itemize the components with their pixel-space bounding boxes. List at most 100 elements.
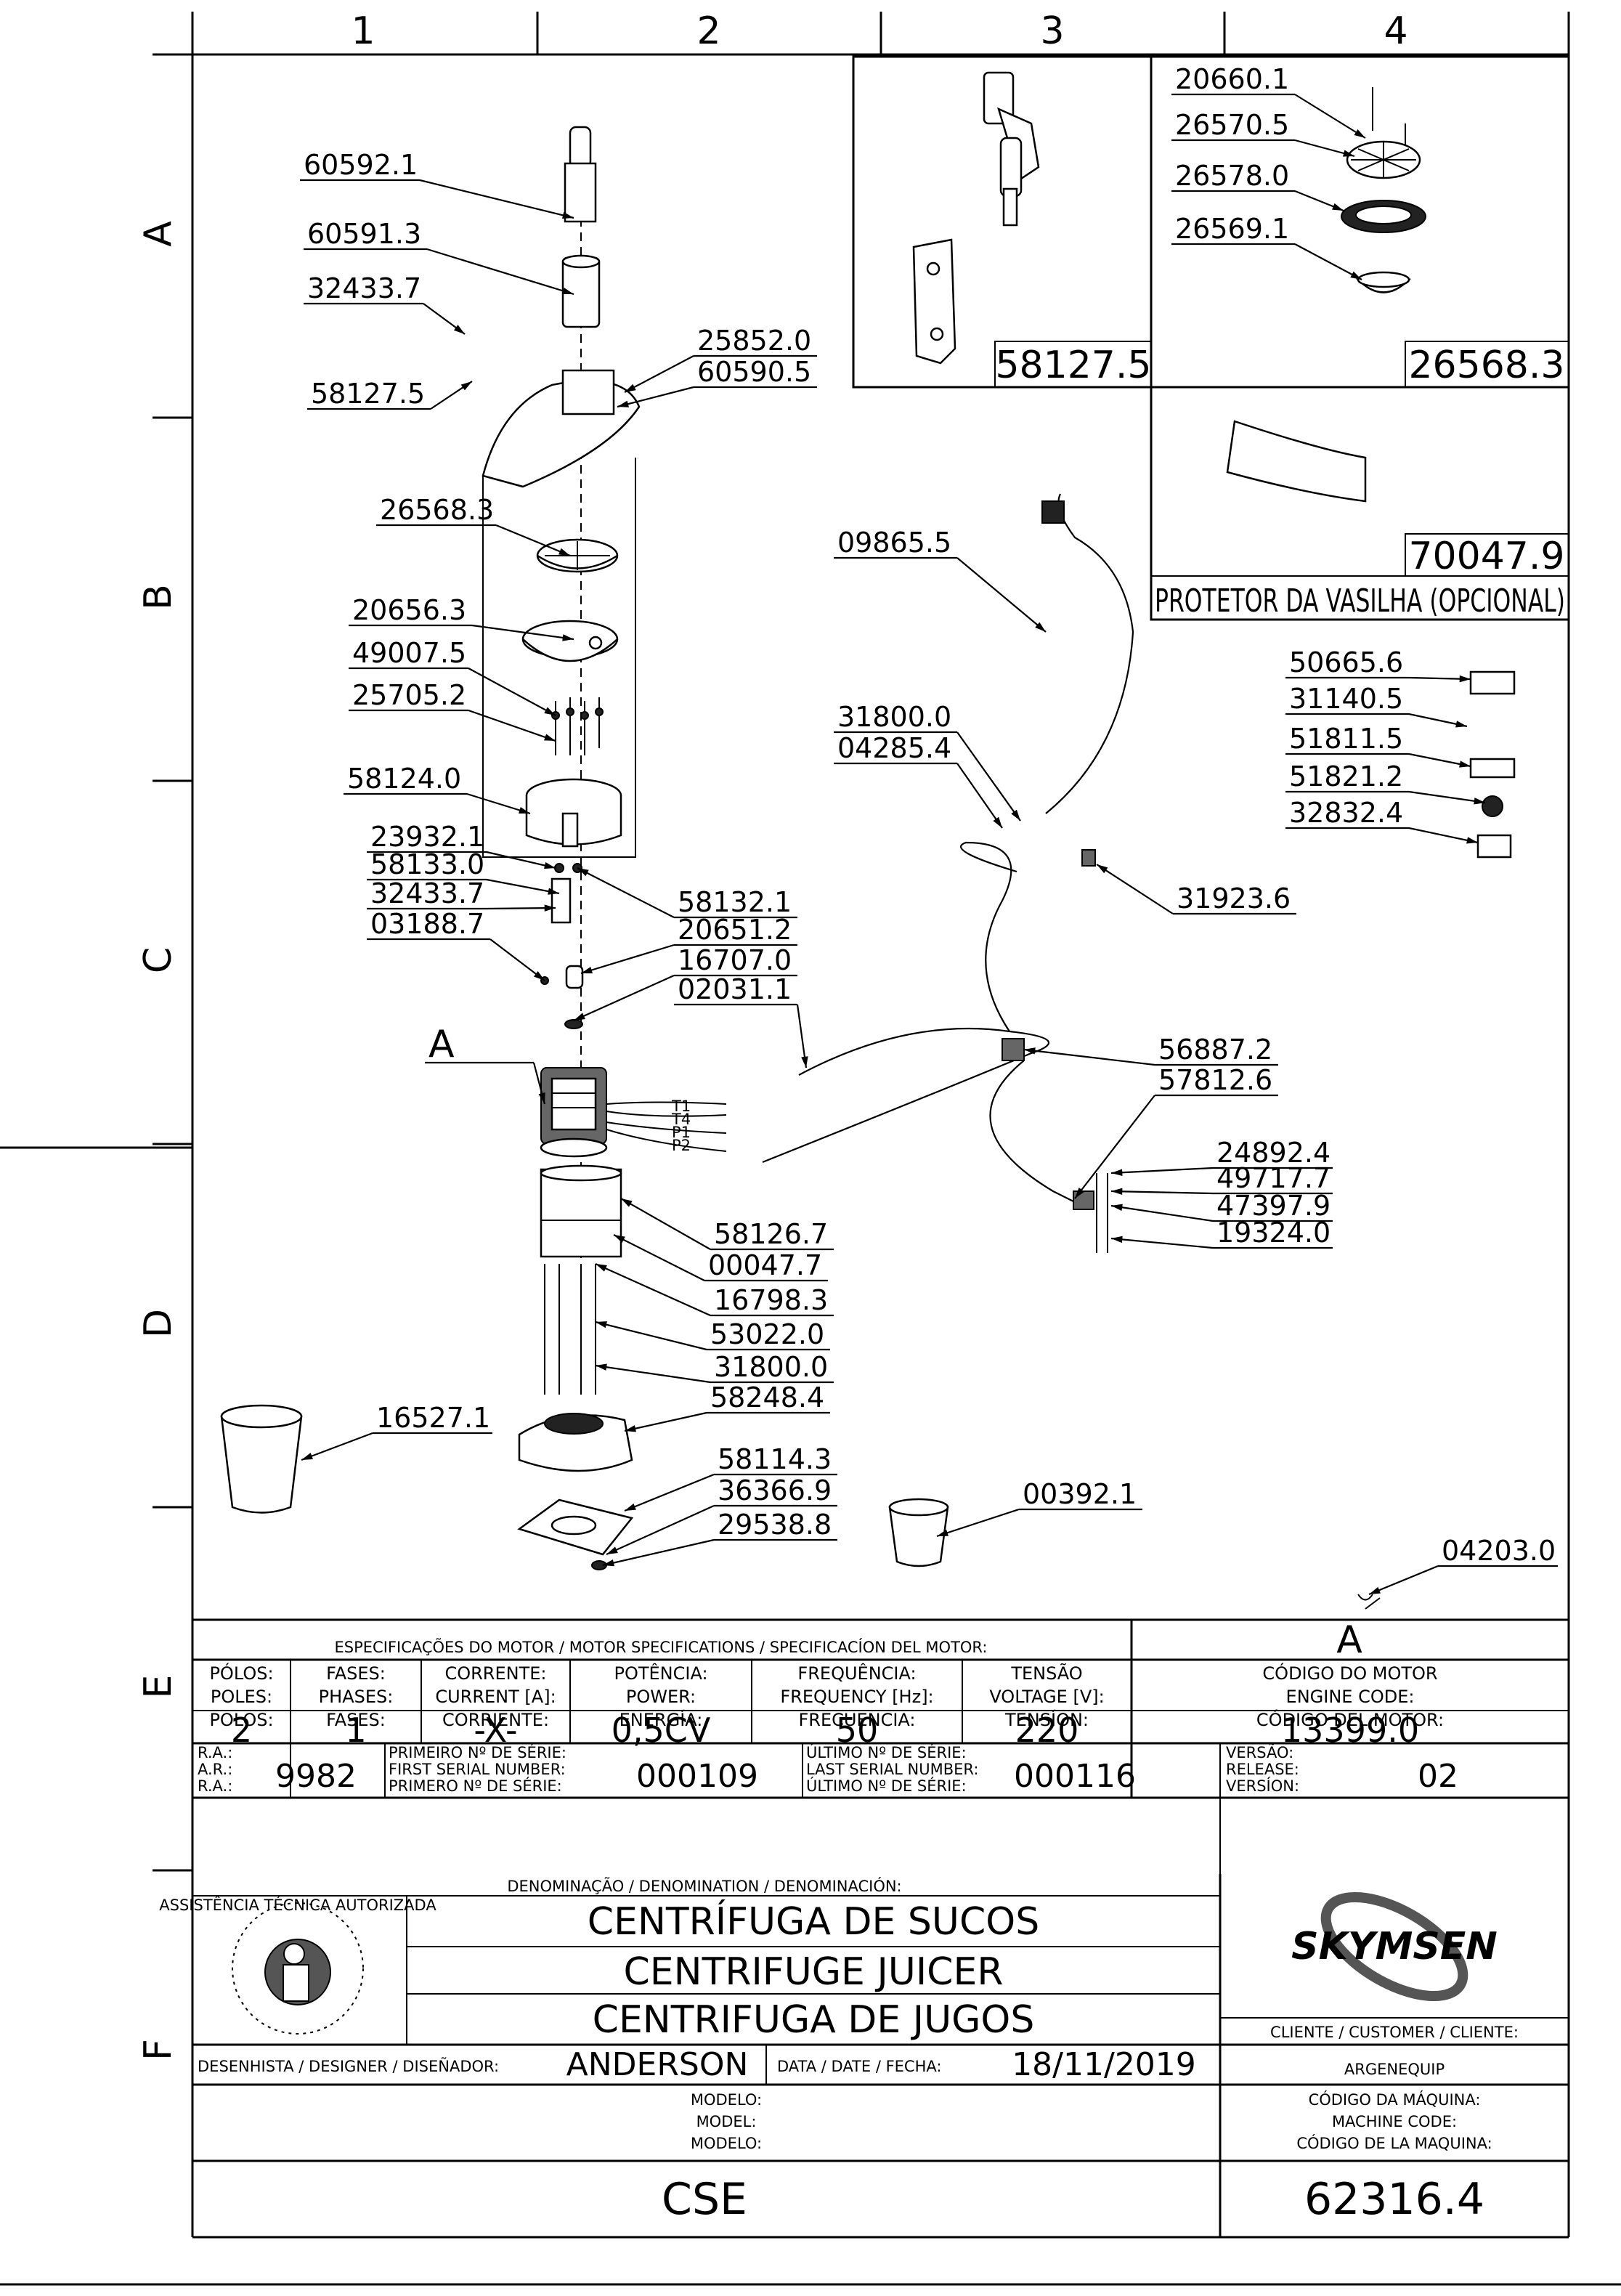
motor-spec-label: POLES: (211, 1687, 272, 1707)
icon-label-part (1482, 795, 1503, 817)
callout-label: 60591.3 (307, 218, 421, 250)
motor-spec-label: CORRENTE: (444, 1663, 546, 1684)
motor-spec-label: VOLTAGE [V]: (989, 1687, 1104, 1707)
callout-32433-7: 32433.7 (367, 877, 556, 912)
clip-part (1357, 1594, 1381, 1610)
date-value: 18/11/2019 (1012, 2046, 1196, 2083)
callout-label: 51811.5 (1289, 723, 1403, 755)
callout-label: 29538.8 (718, 1509, 832, 1541)
motor-spec-value: 13399.0 (1281, 1711, 1419, 1750)
callout-58127-5: 58127.5 (307, 378, 473, 410)
callout-label: 49717.7 (1216, 1162, 1330, 1194)
callout-00392-1: 00392.1 (936, 1478, 1142, 1538)
switch-bracket-part (1073, 1190, 1094, 1210)
callout-label: 31800.0 (714, 1351, 828, 1383)
callout-51811-5: 51811.5 (1285, 723, 1471, 768)
latch-hinge-part (983, 71, 1015, 125)
grid-row-b: B (137, 584, 180, 610)
motor-spec-label: FASES: (326, 1710, 386, 1730)
callout-label: 58132.1 (678, 886, 792, 918)
callout-26569-1: 26569.1 (1171, 213, 1362, 280)
callout-04285-4: 04285.4 (834, 732, 1003, 829)
callout-label: 19324.0 (1216, 1217, 1330, 1249)
detail-box-protector-caption: PROTETOR DA VASILHA (OPCIONAL) (1155, 583, 1565, 620)
callout-label: 00047.7 (708, 1249, 822, 1281)
callout-label: 09865.5 (837, 527, 951, 559)
title-block: ESPECIFICAÇÕES DO MOTOR / MOTOR SPECIFIC… (159, 1618, 1569, 2237)
model-label-3: MODELO: (691, 2135, 762, 2152)
capacitor-housing-part (540, 1168, 622, 1258)
info-label-part (1476, 834, 1512, 859)
pusher-part (564, 162, 597, 223)
callout-label: 31140.5 (1289, 683, 1403, 715)
callout-57812-6: 57812.6 (1074, 1064, 1278, 1199)
callout-label: 57812.6 (1158, 1064, 1272, 1096)
callout-56887-2: 56887.2 (1023, 1034, 1278, 1066)
wire-terminals: T1 T4 P1 P2 (671, 1098, 691, 1154)
client-label: CLIENTE / CUSTOMER / CLIENTE: (1270, 2024, 1519, 2041)
terminal-p1: P1 (672, 1124, 691, 1141)
detail-box-protector-code: 70047.9 (1408, 535, 1564, 578)
first-serial-label-2: FIRST SERIAL NUMBER: (389, 1761, 566, 1778)
motor-spec-label: POLOS: (209, 1710, 273, 1730)
callout-51821-2: 51821.2 (1285, 760, 1486, 805)
product-name-es: CENTRIFUGA DE JUGOS (593, 1998, 1035, 2042)
callout-20656-3: 20656.3 (349, 594, 574, 641)
callout-label: 49007.5 (352, 637, 466, 669)
callout-32832-4: 32832.4 (1285, 797, 1479, 844)
model-label-1: MODELO: (691, 2091, 762, 2109)
motor-spec-label: CURRENT [A]: (435, 1687, 556, 1707)
stamp-text: ASSISTÊNCIA TÉCNICA AUTORIZADA (159, 1896, 436, 1914)
last-serial-label-2: LAST SERIAL NUMBER: (806, 1761, 978, 1778)
callout-label: 32433.7 (370, 877, 484, 909)
motor-spec-label: CÓDIGO DEL MOTOR: (1256, 1708, 1444, 1730)
callout-16707-0: 16707.0 (573, 944, 797, 1022)
version-label-3: VERSÍON: (1226, 1777, 1299, 1795)
motor-spec-value: 50 (836, 1711, 879, 1750)
motor-spec-label: POWER: (626, 1687, 696, 1707)
callout-label: 60592.1 (304, 149, 418, 181)
motor-spec-label: CORRIENTE: (442, 1710, 549, 1730)
brand-text: SKYMSEN (1291, 1925, 1498, 1968)
motor-spec-label: ENERGÍA: (619, 1709, 703, 1730)
model-value: CSE (662, 2174, 747, 2225)
terminal-t1: T1 (671, 1098, 691, 1115)
callout-label: 25705.2 (352, 679, 466, 711)
first-serial-label-1: PRIMEIRO Nº DE SÉRIE: (389, 1743, 566, 1761)
pusher-tip-part (569, 126, 592, 169)
callout-58133-0: 58133.0 (367, 848, 560, 895)
detail-box-latch-code: 58127.5 (995, 344, 1151, 387)
callout-25852-0: 25852.0 (624, 325, 817, 393)
detail-box-latch: 58127.5 (852, 55, 1153, 389)
callout-58132-1: 58132.1 (577, 867, 797, 919)
callout-label: 50665.6 (1289, 646, 1403, 678)
machine-code-label-3: CÓDIGO DE LA MAQUINA: (1296, 2134, 1492, 2152)
lid-part (482, 380, 641, 488)
machine-code-label-1: CÓDIGO DA MÁQUINA: (1309, 2090, 1481, 2109)
ra-value: 9982 (275, 1758, 357, 1795)
callout-label: 58248.4 (710, 1382, 824, 1413)
date-label: DATA / DATE / FECHA: (777, 2058, 941, 2075)
grid-labels: 1 2 3 4 A B C D E F (137, 9, 1408, 2061)
callout-label: 16527.1 (376, 1402, 490, 1434)
callout-60592-1: 60592.1 (300, 149, 574, 219)
callout-58126-7: 58126.7 (620, 1198, 834, 1251)
callout-label: 04285.4 (837, 732, 951, 764)
motor-spec-value: 1 (345, 1711, 366, 1750)
callout-label: 16798.3 (714, 1284, 828, 1316)
motor-spec-label: PÓLOS: (209, 1662, 273, 1684)
detail-box-bowl-protector: 70047.9 PROTETOR DA VASILHA (OPCIONAL) (1150, 386, 1570, 621)
callout-label: 47397.9 (1216, 1190, 1330, 1222)
motor-spec-label: TENSÃO (1010, 1662, 1082, 1684)
callout-label: 58133.0 (370, 848, 484, 880)
callout-24892-4: 24892.4 (1110, 1137, 1333, 1176)
callout-04203-0: 04203.0 (1368, 1535, 1558, 1596)
callout-19324-0: 19324.0 (1110, 1217, 1333, 1249)
callout-label: 00392.1 (1023, 1478, 1137, 1510)
motor-spec-header: ESPECIFICAÇÕES DO MOTOR / MOTOR SPECIFIC… (335, 1637, 988, 1656)
last-serial-value: 000116 (1014, 1758, 1136, 1795)
motor-spec-label: POTÊNCIA: (614, 1663, 707, 1684)
ra-label-3: R.A.: (198, 1777, 232, 1795)
latch-plate-part (912, 238, 956, 365)
version-value: 02 (1418, 1758, 1458, 1795)
